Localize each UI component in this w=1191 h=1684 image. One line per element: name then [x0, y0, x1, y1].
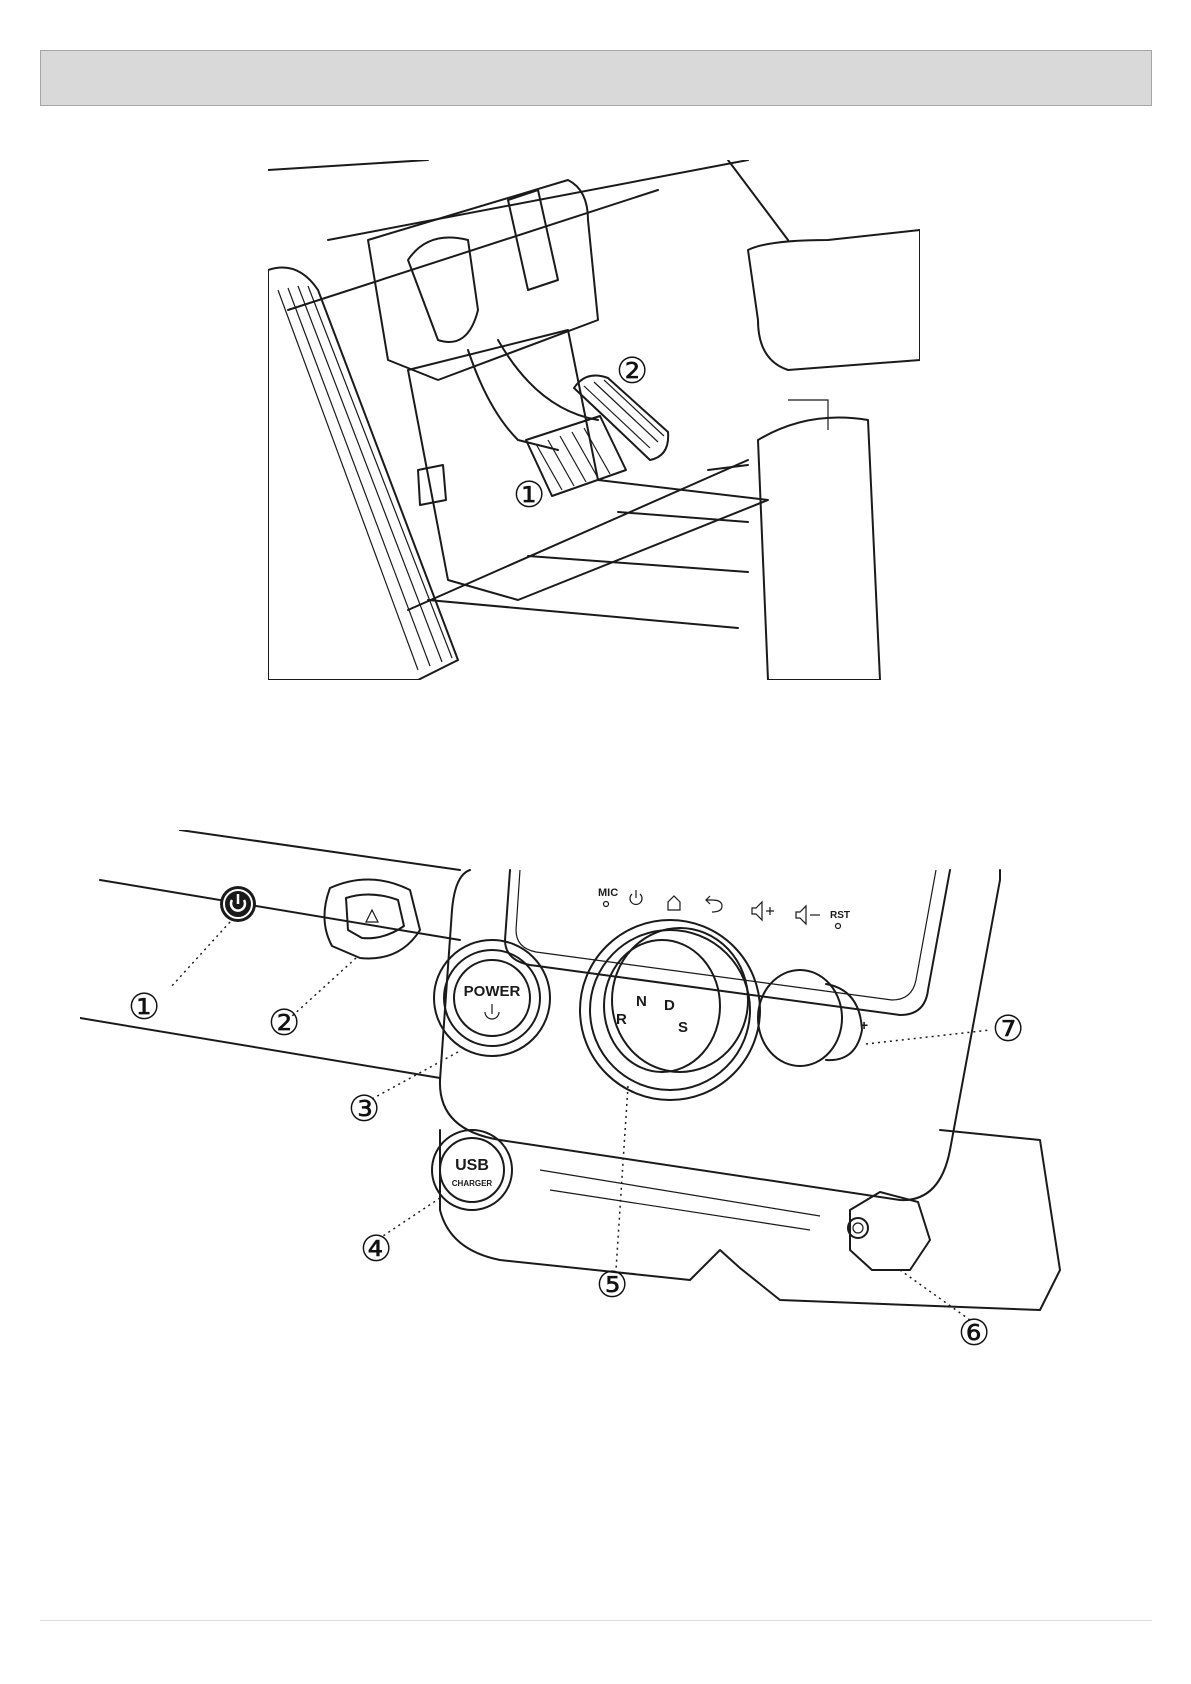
- seat-back-edge: [728, 160, 788, 240]
- console-callout-1: ①: [128, 990, 160, 1026]
- console-callout-6: ⑥: [958, 1316, 990, 1352]
- column-opening: [408, 238, 478, 343]
- usb-label: USB: [455, 1157, 489, 1174]
- charger-label: CHARGER: [452, 1179, 493, 1188]
- console-callout-7: ⑦: [992, 1012, 1024, 1048]
- leader-line-1: [170, 922, 230, 988]
- power-button[interactable]: POWER: [434, 940, 550, 1056]
- volume-plus-label: +: [860, 1017, 868, 1033]
- power-button-label: POWER: [464, 983, 521, 1000]
- screen-power-icon[interactable]: [630, 890, 642, 904]
- mic-hole: [604, 902, 609, 907]
- gear-s-label: S: [678, 1019, 688, 1036]
- rst-hole: [836, 924, 841, 929]
- leader-line-3: [370, 1052, 458, 1100]
- pedal-drawing: [268, 160, 920, 680]
- console-callout-4: ④: [360, 1232, 392, 1268]
- console-callout-5: ⑤: [596, 1268, 628, 1304]
- rst-label: RST: [830, 910, 850, 921]
- mic-label: MIC: [598, 887, 618, 899]
- gear-selector-knob[interactable]: R N D S: [580, 920, 760, 1100]
- console-lower-frame: [440, 1130, 1060, 1310]
- leader-line-5: [616, 1086, 628, 1270]
- pedal-callout-1: ①: [513, 478, 545, 514]
- gear-d-label: D: [664, 997, 675, 1014]
- pedal-callout-2: ②: [616, 354, 648, 390]
- console-callout-3: ③: [348, 1092, 380, 1128]
- fuel-cap-knob[interactable]: [848, 1192, 930, 1270]
- gear-r-label: R: [616, 1011, 627, 1028]
- gear-n-label: N: [636, 993, 647, 1010]
- screen-bezel: [516, 870, 936, 1000]
- console-slot: [540, 1170, 820, 1230]
- screen-back-icon[interactable]: [706, 896, 722, 912]
- usb-charger-port[interactable]: USB CHARGER: [432, 1130, 512, 1210]
- frame-line: [268, 160, 428, 170]
- console-drawing: MIC RST POWER: [80, 830, 1120, 1480]
- section-header-bar: [40, 50, 1152, 106]
- console-callout-2: ②: [268, 1006, 300, 1042]
- floor-edge: [408, 460, 748, 610]
- seat-base: [758, 418, 880, 681]
- screen-volume-down-icon[interactable]: [796, 906, 820, 924]
- screen-home-icon[interactable]: [668, 896, 680, 910]
- floor-mat-ribs: [428, 465, 748, 628]
- seat-latch: [788, 400, 828, 430]
- door-sill: [268, 268, 458, 681]
- seat-cushion: [748, 230, 920, 370]
- dash-line: [180, 830, 460, 870]
- power-icon[interactable]: [220, 886, 256, 922]
- console-illustration: MIC RST POWER: [80, 830, 1120, 1480]
- door-sill-ribs: [278, 286, 452, 670]
- pedal-illustration: ① ②: [268, 160, 920, 680]
- infotainment-screen: [505, 870, 950, 1015]
- footer-divider: [40, 1620, 1152, 1621]
- screen-volume-up-icon[interactable]: [752, 902, 774, 920]
